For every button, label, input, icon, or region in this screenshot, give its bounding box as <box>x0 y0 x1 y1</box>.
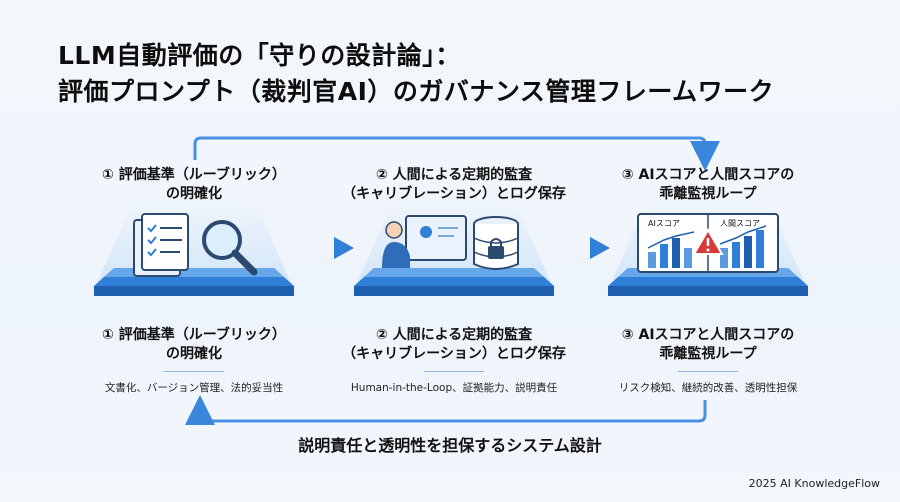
stage-3-bottom-label: ③ AIスコアと人間スコアの 乖離監視ループ <box>621 327 795 362</box>
bottom-caption: 説明責任と透明性を担保するシステム設計 <box>298 436 602 455</box>
document-checklist-icon <box>133 213 189 277</box>
stage-2-top-label: ② 人間による定期的監査 （キャリブレーション）とログ保存 <box>342 167 566 202</box>
stage-1-bottom-label: ① 評価基準（ルーブリック） の明確化 <box>102 327 286 362</box>
stage-1-divider <box>164 371 224 372</box>
stage-3-platform: AIスコア 人間スコア <box>608 213 808 296</box>
magnifier-icon <box>202 220 258 276</box>
stage-1-note: 文書化、バージョン管理、法的妥当性 <box>104 382 284 394</box>
arrowhead-1 <box>334 237 354 259</box>
page-title: LLM自動評価の「守りの設計論」： 評価プロンプト（裁判官AI）のガバナンス管理… <box>58 38 774 110</box>
chart-label-ai: AIスコア <box>648 219 680 228</box>
bottom-loop-arrow <box>185 395 707 425</box>
top-loop-arrow <box>193 136 720 171</box>
stage-2-bottom-label: ② 人間による定期的監査 （キャリブレーション）とログ保存 <box>342 327 566 362</box>
arrowhead-2 <box>590 237 610 259</box>
title-line-2: 評価プロンプト（裁判官AI）のガバナンス管理フレームワーク <box>58 77 775 106</box>
analyst-icon <box>382 215 467 268</box>
warning-icon <box>692 228 724 255</box>
stage-2-note: Human-in-the-Loop、証拠能力、説明責任 <box>350 382 558 394</box>
database-lock-icon <box>473 216 519 270</box>
stage-1-top-label: ① 評価基準（ルーブリック） の明確化 <box>102 167 286 202</box>
title-line-1: LLM自動評価の「守りの設計論」： <box>58 41 461 70</box>
stage-2-divider <box>424 371 484 372</box>
stage-3-note: リスク検知、継続的改善、透明性担保 <box>618 382 798 394</box>
stage-2-platform <box>354 215 554 296</box>
footer-credit: 2025 AI KnowledgeFlow <box>748 477 880 490</box>
chart-label-human: 人間スコア <box>720 219 760 228</box>
stage-3-divider <box>678 371 738 372</box>
stage-3-top-label: ③ AIスコアと人間スコアの 乖離監視ループ <box>621 167 795 202</box>
stage-1-platform <box>94 213 294 296</box>
